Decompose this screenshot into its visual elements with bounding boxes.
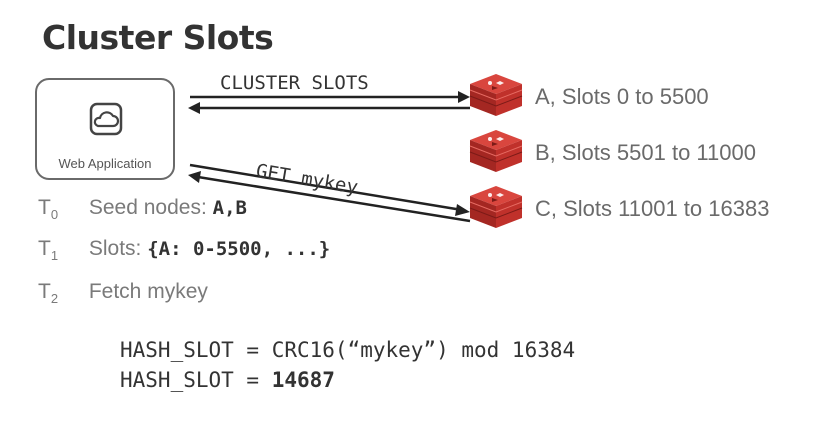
step-text: Fetch mykey: [88, 280, 208, 303]
page-title: Cluster Slots: [42, 18, 274, 57]
step-text: Seed nodes:: [88, 196, 207, 219]
get-mykey-arrow: [188, 163, 471, 223]
step-code: {A: 0-5500, ...}: [147, 238, 331, 260]
hash-slot-value: 14687: [271, 368, 335, 392]
step-time: T2: [38, 280, 59, 307]
web-application-box: Web Application: [35, 78, 175, 180]
node-a-label: A, Slots 0 to 5500: [535, 84, 709, 109]
redis-node-a-icon: [469, 73, 523, 117]
step-t2: T2 Fetch mykey: [38, 280, 208, 306]
redis-node-b-icon: [469, 129, 523, 173]
cluster-slots-arrow: [188, 91, 470, 114]
step-text: Slots:: [88, 237, 142, 260]
step-t1: T1 Slots: {A: 0-5500, ...}: [38, 237, 330, 263]
node-b-label: B, Slots 5501 to 11000: [535, 140, 756, 165]
hash-slot-result: HASH_SLOT = 14687: [120, 368, 335, 392]
step-time: T0: [38, 196, 59, 223]
step-time: T1: [38, 237, 59, 264]
hash-slot-formula: HASH_SLOT = CRC16(“mykey”) mod 16384: [120, 338, 576, 362]
node-c-label: C, Slots 11001 to 16383: [535, 196, 770, 221]
step-code: A,B: [212, 197, 247, 219]
cluster-slots-label: CLUSTER SLOTS: [220, 72, 369, 94]
web-application-label: Web Application: [58, 156, 152, 171]
step-t0: T0 Seed nodes: A,B: [38, 196, 247, 222]
cloud-in-box-icon: [89, 102, 123, 136]
redis-node-c-icon: [469, 185, 523, 229]
